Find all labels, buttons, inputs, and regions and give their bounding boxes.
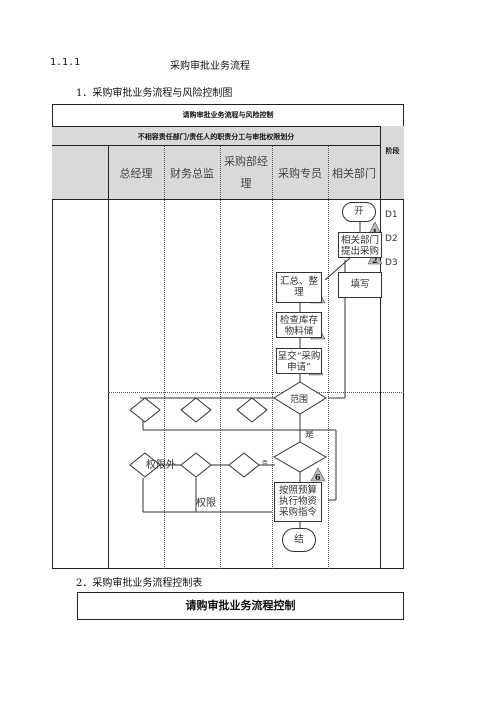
step-badge: 2 — [372, 255, 378, 265]
flowchart-table-title: 请购审批业务流程与风险控制 — [182, 111, 274, 119]
column-header-purchasing-specialist: 采购专员 — [272, 146, 328, 199]
subtitle-flowchart: 1．采购审批业务流程与风险控制图 — [76, 88, 233, 99]
section-title: 采购审批业务流程 — [170, 61, 250, 72]
header-bottom-rule — [52, 199, 404, 200]
row-divider — [108, 392, 404, 393]
flowchart-table — [52, 104, 404, 569]
flow-step-fill-form: 填写 — [338, 272, 382, 298]
section-number: 1.1.1 — [50, 57, 81, 68]
flow-step-summarize: 汇总、整理 — [276, 272, 322, 303]
stage-label: D2 — [385, 234, 398, 244]
column-divider — [272, 146, 273, 569]
column-rule — [380, 126, 381, 569]
step-badge: 6 — [315, 472, 321, 482]
column-header-blank — [52, 146, 108, 199]
subtitle-control-table: 2．采购审批业务流程控制表 — [76, 578, 203, 589]
column-header-finance-director: 财务总监 — [164, 146, 220, 199]
column-divider — [328, 146, 329, 569]
column-header-general-manager: 总经理 — [108, 146, 164, 199]
flowchart-table-subheader: 不相容责任部门/责任人的职责分工与审批权限划分 — [52, 126, 380, 146]
label-yes: 是 — [305, 430, 315, 440]
column-divider — [164, 146, 165, 569]
control-table-title: 请购审批业务流程控制 — [77, 592, 404, 620]
column-divider — [220, 146, 221, 569]
label-no: 否 — [262, 460, 269, 467]
column-rule — [108, 146, 109, 569]
stage-label: D3 — [385, 258, 398, 268]
stage-label: D1 — [385, 210, 398, 220]
flow-end: 结 — [282, 528, 316, 552]
decision-in-range-label: 范围 — [290, 395, 309, 405]
flow-step-related-dept-request: 相关部门提出采购 — [338, 232, 382, 258]
column-header-purchasing-manager: 采购部经理 — [220, 146, 272, 199]
label-authority: 权限 — [196, 498, 216, 509]
column-header-related-department: 相关部门 — [328, 146, 380, 199]
flow-step-submit-request: 呈交“采购申请” — [276, 348, 322, 374]
label-out-of-authority: 权限外 — [146, 460, 176, 471]
flow-step-check-inventory: 检查库存物料储 — [276, 312, 322, 338]
flow-step-execute-purchase: 按照预算执行物资采购指令 — [274, 482, 322, 522]
flow-start: 开 — [342, 202, 376, 222]
